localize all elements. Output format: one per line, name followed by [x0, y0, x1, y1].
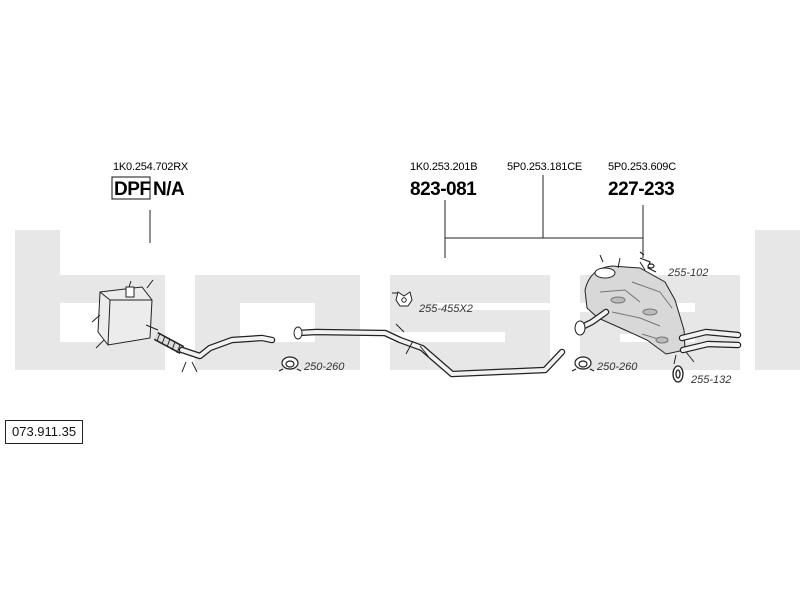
part-bracket-lines [444, 175, 644, 258]
reference-number: 073.911.35 [5, 420, 84, 444]
front-pipe-bracket [181, 361, 198, 373]
front-pipe-part-number: 823-081 [410, 179, 477, 200]
pipe-clamp-icon [278, 356, 302, 372]
dpf-oem-number: 1K0.254.702RX [113, 161, 189, 173]
flex-section [153, 332, 185, 354]
dpf-tag: DPF [114, 179, 151, 200]
accessory-label-hanger: 255-455X2 [418, 303, 473, 315]
rubber-hanger-icon [392, 291, 413, 307]
tailpipe-lower [679, 340, 742, 354]
dpf-tag-box [111, 176, 151, 200]
mounting-ring-icon [672, 365, 684, 383]
accessory-label-ring: 255-132 [690, 374, 731, 386]
front-pipe [178, 334, 276, 360]
pipe-clamp-icon [571, 356, 595, 372]
center-oem-number: 5P0.253.181CE [507, 161, 582, 173]
front-pipe-oem-number: 1K0.253.201B [410, 161, 477, 173]
accessory-label-clamp-right: 250-260 [596, 361, 638, 373]
rear-muffler [584, 254, 686, 355]
accessory-label-clamp-left: 250-260 [303, 361, 345, 373]
middle-pipe-hangers [395, 323, 429, 357]
rear-muffler-oem-number: 5P0.253.609C [608, 161, 676, 173]
rear-muffler-part-number: 227-233 [608, 179, 674, 200]
middle-pipe-inlet [293, 326, 303, 340]
muffler-inlet-flange [574, 320, 586, 336]
hanger-bracket-icon [639, 251, 657, 273]
dpf-unit [91, 279, 159, 349]
muffler-hanger-lines [673, 351, 695, 365]
dpf-value: N/A [153, 179, 185, 200]
tailpipe-upper [678, 328, 742, 342]
accessory-label-bracket: 255-102 [667, 267, 708, 279]
